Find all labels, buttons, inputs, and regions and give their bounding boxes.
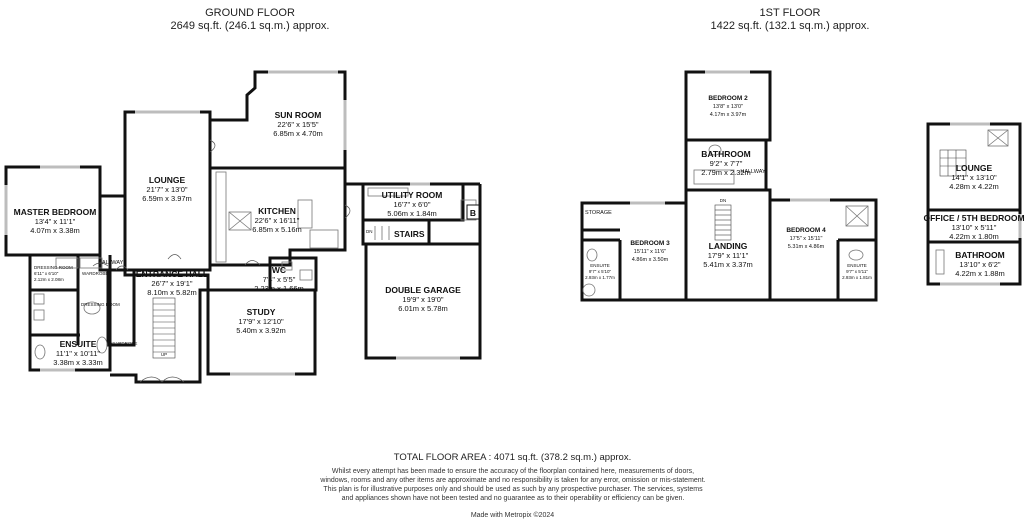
kitchen-label: KITCHEN	[258, 206, 296, 216]
office-imperial: 13'10" x 5'11"	[952, 223, 997, 232]
first-floor-stair-treads	[714, 149, 967, 241]
first-floor-area: 1422 sq.ft. (132.1 sq.m.) approx.	[710, 20, 870, 32]
boiler-label: B	[470, 208, 476, 218]
lounge-imperial: 21'7" x 13'0"	[146, 185, 187, 194]
landing-metric: 5.41m x 3.37m	[703, 260, 753, 269]
office-label: OFFICE / 5TH BEDROOM	[923, 213, 1024, 223]
dressing-room-label: DRESSING ROOM	[34, 265, 73, 270]
master-bedroom-label: MASTER BEDROOM	[14, 207, 97, 217]
utility-stairs-dn-label: DN	[366, 229, 373, 234]
ensuite-metric: 3.38m x 3.33m	[53, 358, 103, 367]
bedroom-4-imperial: 17'5" x 15'11"	[790, 236, 823, 242]
ensuite-imperial: 11'1" x 10'11"	[56, 349, 101, 358]
ff-lounge-label: LOUNGE	[956, 163, 993, 173]
ground-hallway-label: HALLWAY	[98, 260, 124, 266]
storage-label: STORAGE	[585, 210, 612, 216]
double-garage-metric: 6.01m x 5.78m	[398, 304, 448, 313]
ensuite-right-imperial: 9'7" x 5'11"	[846, 269, 868, 274]
ff-bathroom-2-metric: 4.22m x 1.88m	[955, 269, 1005, 278]
ff-bathroom-label: BATHROOM	[701, 149, 750, 159]
ground-floor-fixtures	[33, 171, 477, 360]
stairs-label: STAIRS	[394, 229, 425, 239]
sun-room-imperial: 22'6" x 15'5"	[277, 120, 318, 129]
ground-floor-header: GROUND FLOOR 2649 sq.ft. (246.1 sq.m.) a…	[150, 7, 350, 33]
ff-bathroom-metric: 2.79m x 2.32m	[701, 168, 751, 177]
ground-floor-walls	[4, 70, 482, 384]
dressing-room-imperial: 6'11" x 6'10"	[34, 271, 59, 276]
dressing-room-2-label: DRESSING ROOM	[81, 302, 120, 307]
ff-bathroom-2-label: BATHROOM	[955, 250, 1004, 260]
dressing-room-metric: 2.12m x 2.08m	[34, 277, 64, 282]
entrance-hall-label: ENTRANCE HALL	[136, 269, 208, 279]
master-bedroom-metric: 4.07m x 3.38m	[30, 226, 80, 235]
bedroom-3-imperial: 15'11" x 11'6"	[634, 249, 666, 255]
study-imperial: 17'9" x 12'10"	[238, 317, 284, 326]
wc-metric: 2.23m x 1.66m	[254, 284, 304, 293]
first-floor-header: 1ST FLOOR 1422 sq.ft. (132.1 sq.m.) appr…	[690, 7, 890, 33]
utility-room-imperial: 16'7" x 6'0"	[394, 200, 431, 209]
bedroom-3-metric: 4.86m x 3.50m	[632, 257, 669, 263]
ff-lounge-imperial: 14'1" x 13'10"	[951, 173, 997, 182]
ensuite-left-metric: 2.93m x 1.77m	[585, 275, 615, 280]
bedroom-4-label: BEDROOM 4	[786, 227, 826, 234]
double-garage-imperial: 19'9" x 19'0"	[402, 295, 443, 304]
total-floor-area: TOTAL FLOOR AREA : 4071 sq.ft. (378.2 sq…	[393, 452, 632, 463]
disclaimer-text: Whilst every attempt has been made to en…	[320, 468, 706, 502]
ground-floor-area: 2649 sq.ft. (246.1 sq.m.) approx.	[170, 20, 330, 32]
ground-floor-doors	[92, 139, 351, 383]
wc-label: WC	[272, 265, 286, 275]
bedroom-2-metric: 4.17m x 3.97m	[710, 112, 747, 118]
double-garage-label: DOUBLE GARAGE	[385, 285, 461, 295]
bedroom-2-label: BEDROOM 2	[708, 95, 748, 102]
office-metric: 4.22m x 1.80m	[949, 232, 999, 241]
bedroom-4-metric: 5.31m x 4.86m	[788, 244, 825, 250]
ensuite-right-metric: 2.93m x 1.81m	[842, 275, 872, 280]
ground-floor-title: GROUND FLOOR	[205, 7, 295, 19]
lounge-metric: 6.59m x 3.97m	[142, 194, 192, 203]
landing-label: LANDING	[709, 241, 748, 251]
bedroom-2-imperial: 13'8" x 13'0"	[713, 104, 743, 110]
entrance-hall-metric: 8.10m x 5.82m	[147, 288, 197, 297]
wardrobe-2-label: WARDROBE	[111, 341, 137, 346]
made-with-credit: Made with Metropix ©2024	[470, 512, 555, 519]
ground-floor-stair-treads	[152, 226, 390, 359]
utility-room-metric: 5.06m x 1.84m	[387, 209, 437, 218]
ensuite-right-label: ENSUITE	[847, 263, 867, 268]
landing-imperial: 17'9" x 11'1"	[708, 251, 749, 260]
wc-imperial: 7'4" x 5'5"	[263, 275, 296, 284]
kitchen-metric: 6.85m x 5.16m	[252, 225, 302, 234]
ff-bathroom-imperial: 9'2" x 7'7"	[710, 159, 743, 168]
kitchen-imperial: 22'6" x 16'11"	[255, 216, 300, 225]
landing-stairs-dn-label: DN	[720, 198, 727, 203]
study-metric: 5.40m x 3.92m	[236, 326, 286, 335]
first-floor-fixtures	[582, 129, 1009, 297]
ensuite-label: ENSUITE	[60, 339, 97, 349]
ground-floor-windows	[4, 70, 460, 376]
ff-lounge-metric: 4.28m x 4.22m	[949, 182, 999, 191]
first-floor-windows	[630, 70, 1022, 286]
boiler-marker	[466, 204, 480, 220]
sun-room-metric: 6.85m x 4.70m	[273, 129, 323, 138]
ensuite-left-imperial: 9'7" x 5'10"	[589, 269, 612, 274]
entrance-hall-imperial: 26'7" x 19'1"	[151, 279, 192, 288]
sun-room-label: SUN ROOM	[275, 110, 322, 120]
study-label: STUDY	[247, 307, 276, 317]
ff-bathroom-2-imperial: 13'10" x 6'2"	[959, 260, 1000, 269]
bedroom-3-label: BEDROOM 3	[630, 240, 670, 247]
utility-room-label: UTILITY ROOM	[382, 190, 443, 200]
ground-stairs-up-label: UP	[161, 352, 167, 357]
ff-hallway-label: HALLWAY	[740, 169, 766, 175]
lounge-label: LOUNGE	[149, 175, 186, 185]
master-bedroom-imperial: 13'4" x 11'1"	[35, 217, 76, 226]
ensuite-left-label: ENSUITE	[590, 263, 610, 268]
wardrobe-1-label: WARDROBE	[82, 271, 108, 276]
first-floor-title: 1ST FLOOR	[759, 7, 821, 19]
